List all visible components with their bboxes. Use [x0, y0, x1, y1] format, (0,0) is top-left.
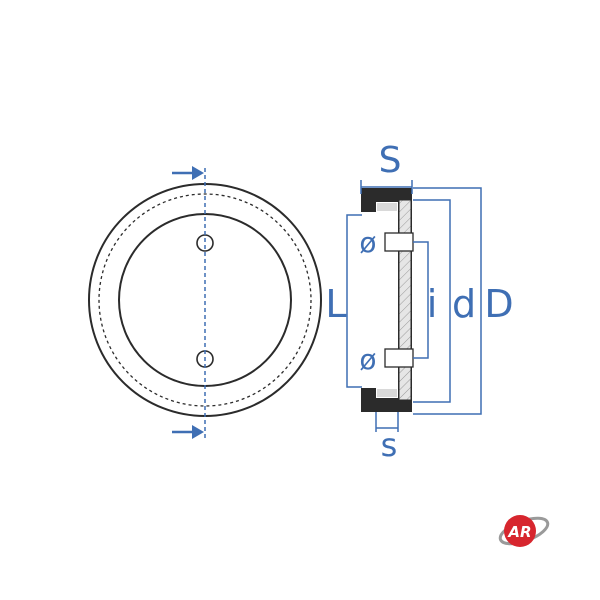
section-hole-top: [384, 232, 414, 252]
dimension-lines: [346, 180, 482, 432]
label-diameter-bottom: ø: [359, 343, 376, 376]
logo-text: AR: [507, 523, 531, 541]
label-s: s: [381, 426, 398, 464]
section-hole-bottom: [384, 348, 414, 368]
label-d: d: [452, 282, 476, 326]
section-hatch: [398, 199, 412, 401]
section-view: [361, 188, 414, 412]
hidden-groove-circle: [98, 193, 312, 407]
brand-logo: AR: [498, 515, 550, 547]
front-view: [88, 166, 322, 439]
section-arrow-top: [172, 166, 204, 180]
label-L: L: [325, 282, 346, 326]
section-arrow-bottom: [172, 425, 204, 439]
label-D: D: [484, 282, 513, 326]
label-i: i: [427, 282, 438, 326]
label-S: S: [379, 140, 402, 181]
label-diameter-top: ø: [359, 226, 376, 259]
